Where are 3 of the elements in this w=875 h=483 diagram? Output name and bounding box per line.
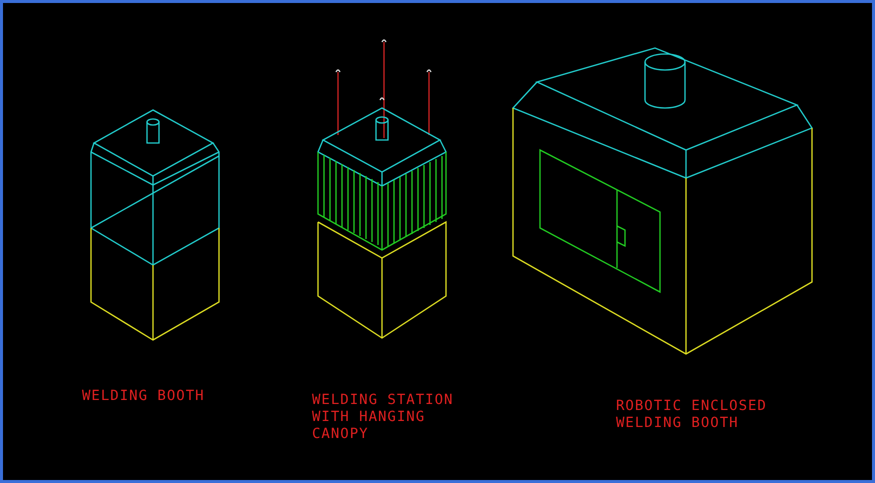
caption: ROBOTIC ENCLOSED WELDING BOOTH	[616, 398, 768, 432]
caption: WELDING BOOTH	[82, 388, 206, 405]
caption: WELDING STATION WITH HANGING CANOPY	[312, 392, 454, 443]
